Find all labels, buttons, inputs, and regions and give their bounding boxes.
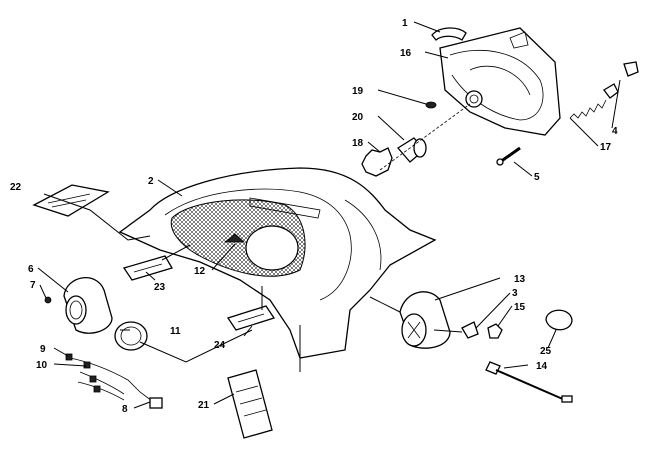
washer-part[interactable] — [461, 321, 479, 339]
callout-2: 2 — [148, 176, 154, 187]
headlight-housing-part[interactable] — [439, 27, 561, 136]
speedometer-part[interactable] — [63, 277, 113, 334]
bezel-ring-part[interactable] — [114, 321, 148, 351]
callout-6: 6 — [28, 264, 34, 275]
callout-1: 1 — [402, 18, 408, 29]
callout-11: 11 — [170, 326, 181, 337]
nut-part[interactable] — [487, 323, 503, 339]
clip-part[interactable] — [623, 61, 639, 77]
callout-4: 4 — [612, 126, 618, 137]
callout-23: 23 — [154, 282, 166, 293]
callout-22: 22 — [10, 182, 22, 193]
small-bulb-part[interactable] — [425, 101, 437, 109]
callout-9: 9 — [40, 344, 46, 355]
callout-21: 21 — [198, 400, 210, 411]
mesh-grille-part[interactable] — [170, 199, 306, 277]
callout-15: 15 — [514, 302, 526, 313]
callout-19: 19 — [352, 86, 364, 97]
cable-part[interactable] — [485, 361, 573, 403]
callout-14: 14 — [536, 361, 548, 372]
callout-5: 5 — [534, 172, 540, 183]
callout-25: 25 — [540, 346, 552, 357]
decal-21-part[interactable] — [227, 369, 273, 439]
callout-7: 7 — [30, 280, 36, 291]
adjuster-spring-part[interactable] — [569, 83, 619, 119]
decal-22-part[interactable] — [32, 184, 110, 217]
bulb-cap-part[interactable] — [431, 27, 467, 41]
callout-13: 13 — [514, 274, 526, 285]
clamp-part[interactable] — [545, 309, 573, 331]
callout-labels: 1 2 3 4 5 6 7 8 9 10 11 12 13 14 15 16 1… — [10, 18, 618, 415]
bulb-part[interactable] — [397, 137, 427, 163]
decal-23-part[interactable] — [122, 255, 173, 281]
callout-17: 17 — [600, 142, 612, 153]
callout-8: 8 — [122, 404, 128, 415]
callout-12: 12 — [194, 266, 206, 277]
callout-3: 3 — [512, 288, 518, 299]
callout-16: 16 — [400, 48, 412, 59]
callout-20: 20 — [352, 112, 364, 123]
socket-part[interactable] — [361, 147, 393, 177]
screw-part[interactable] — [496, 146, 521, 166]
screw-7-part[interactable] — [44, 296, 52, 304]
tachometer-part[interactable] — [399, 291, 451, 349]
decal-24-part[interactable] — [226, 305, 276, 331]
leader-lines — [37, 21, 621, 409]
callout-18: 18 — [352, 138, 364, 149]
callout-10: 10 — [36, 360, 48, 371]
wiring-harness-part[interactable] — [65, 353, 163, 409]
callout-24: 24 — [214, 340, 226, 351]
